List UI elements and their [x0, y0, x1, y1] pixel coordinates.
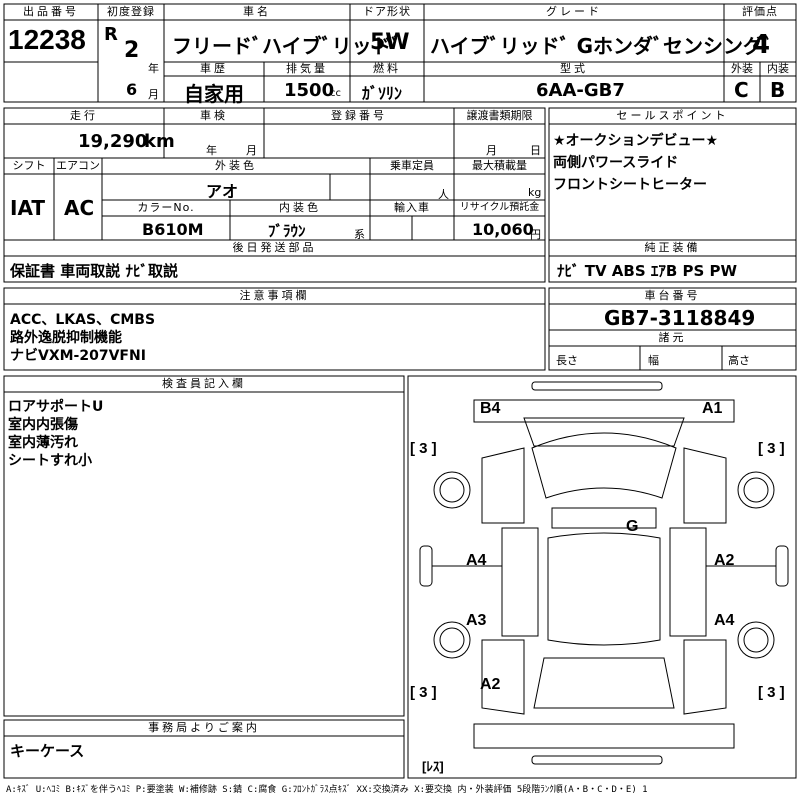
history: 自家用: [184, 82, 244, 106]
recycle-unit: 円: [530, 228, 541, 241]
tire-front-right: [ 3 ]: [758, 440, 785, 457]
width-label: 幅: [648, 354, 659, 367]
car-damage-diagram: [419, 381, 789, 765]
chassis-number: GB7-3118849: [604, 306, 756, 330]
int-grade: B: [770, 78, 786, 102]
note-line: ACC、LKAS、CMBS: [10, 312, 156, 328]
ac: AC: [64, 196, 95, 220]
displacement-unit: cc: [330, 88, 341, 99]
model-label: 型式: [560, 62, 588, 75]
length-label: 長さ: [556, 354, 578, 367]
capacity-unit: 人: [438, 188, 449, 201]
equip-label: 純正装備: [644, 241, 701, 254]
fuel: ｶﾞｿﾘﾝ: [362, 84, 403, 103]
inspector-line: 室内薄汚れ: [8, 435, 78, 451]
load-unit: kg: [528, 186, 542, 199]
lot-number: 12238: [8, 24, 86, 55]
displacement: 1500: [284, 80, 335, 101]
first-reg-label: 初度登録: [107, 5, 155, 18]
recycle-fee: 10,060: [472, 220, 534, 239]
lot-label: 出品番号: [23, 5, 79, 18]
damage-b4: B4: [480, 400, 501, 417]
sales-point: ★オークションデビュー★: [553, 133, 719, 149]
era: R: [104, 24, 118, 45]
displacement-label: 排気量: [286, 62, 328, 75]
ins-month-unit: 月: [246, 144, 257, 157]
car-name-label: 車名: [243, 5, 271, 18]
score-label: 評価点: [742, 5, 778, 18]
inspector-line: シートすれ小: [8, 453, 92, 469]
inspector-label: 検査員記入欄: [162, 377, 246, 390]
shift: IAT: [10, 196, 46, 220]
note-line: 路外逸脱抑制機能: [10, 330, 122, 346]
tire-rear-left: [ 3 ]: [410, 684, 437, 701]
dims-label: 諸元: [658, 331, 687, 344]
model: 6AA-GB7: [536, 80, 625, 101]
mileage: 19,290: [78, 131, 148, 152]
damage-a2-right: A2: [714, 552, 735, 569]
ac-label: エアコン: [56, 159, 100, 172]
note-line: ナビVXM-207VFNI: [10, 348, 146, 364]
damage-a1: A1: [702, 400, 723, 417]
chassis-label: 車台番号: [644, 289, 701, 302]
later-label: 後日発送部品: [232, 241, 317, 254]
mileage-unit: km: [144, 131, 175, 152]
grade: ハイブﾞリッドﾞ Gホンダﾞセンシングﾞ: [430, 34, 773, 58]
interior-unit: 系: [354, 228, 365, 241]
grade-label: グレード: [546, 5, 602, 18]
colorno-label: カラーNo.: [137, 201, 195, 214]
plate-label: 登録番号: [331, 109, 387, 122]
shift-label: シフト: [12, 159, 46, 172]
transfer-month: 月: [486, 144, 497, 157]
inspector-line: 室内内張傷: [8, 417, 78, 433]
month-unit: 月: [148, 88, 159, 101]
ext-grade: C: [734, 78, 749, 102]
damage-a4-right: A4: [714, 612, 735, 629]
inspection-label: 車検: [200, 109, 228, 122]
reg-month: 6: [126, 80, 138, 99]
height-label: 高さ: [728, 354, 750, 367]
history-label: 車歴: [200, 62, 228, 75]
notes-label: 注意事項欄: [239, 289, 310, 302]
spare-tire: [ﾚｽ]: [422, 759, 444, 774]
office-text: キーケース: [10, 742, 85, 760]
equipment: ﾅﾋﾞ TV ABS ｴｱB PS PW: [557, 262, 738, 280]
legend-footer: A:ｷｽﾞ U:ﾍｺﾐ B:ｷｽﾞを伴うﾍｺﾐ P:要塗装 W:補修跡 S:錆 …: [6, 785, 648, 795]
tire-rear-right: [ 3 ]: [758, 684, 785, 701]
later-parts: 保証書 車両取説 ﾅﾋﾞ取説: [10, 262, 178, 280]
transfer-day: 日: [530, 144, 541, 157]
colorno: B610M: [142, 220, 204, 239]
recycle-label: リサイクル預託金: [459, 202, 540, 213]
tire-front-left: [ 3 ]: [410, 440, 437, 457]
office-label: 事務局よりご案内: [148, 721, 260, 734]
color: アオ: [206, 182, 239, 201]
door-type: 5W: [370, 30, 410, 55]
interior-color: ﾌﾞﾗｳﾝ: [268, 222, 306, 240]
inspector-line: ロアサポートU: [8, 399, 104, 415]
color-label: 外装色: [215, 159, 257, 172]
capacity-label: 乗車定員: [390, 159, 434, 172]
damage-a4-left: A4: [466, 552, 487, 569]
damage-a3: A3: [466, 612, 487, 629]
sales-point: フロントシートヒーター: [553, 177, 707, 193]
reg-year: 2: [124, 38, 140, 63]
damage-g: G: [626, 518, 639, 535]
int-grade-label: 内装: [767, 62, 789, 75]
ext-grade-label: 外装: [731, 62, 753, 75]
car-name: フリードﾞハイブﾞリッドﾞ: [172, 34, 402, 58]
sales-point: 両側パワースライド: [553, 155, 679, 171]
score: 4: [752, 30, 771, 60]
ins-year-unit: 年: [206, 144, 217, 157]
fuel-label: 燃料: [373, 62, 401, 75]
transfer-label: 譲渡書類期限: [466, 109, 533, 122]
mileage-label: 走行: [70, 109, 98, 122]
door-label: ドア形状: [363, 5, 411, 18]
import-label: 輸入車: [394, 201, 430, 214]
year-unit: 年: [148, 62, 159, 75]
damage-a2-bottom: A2: [480, 676, 501, 693]
interior-label: 内装色: [279, 201, 321, 214]
sales-label: セールスポイント: [616, 109, 729, 122]
load-label: 最大積載量: [472, 159, 527, 172]
